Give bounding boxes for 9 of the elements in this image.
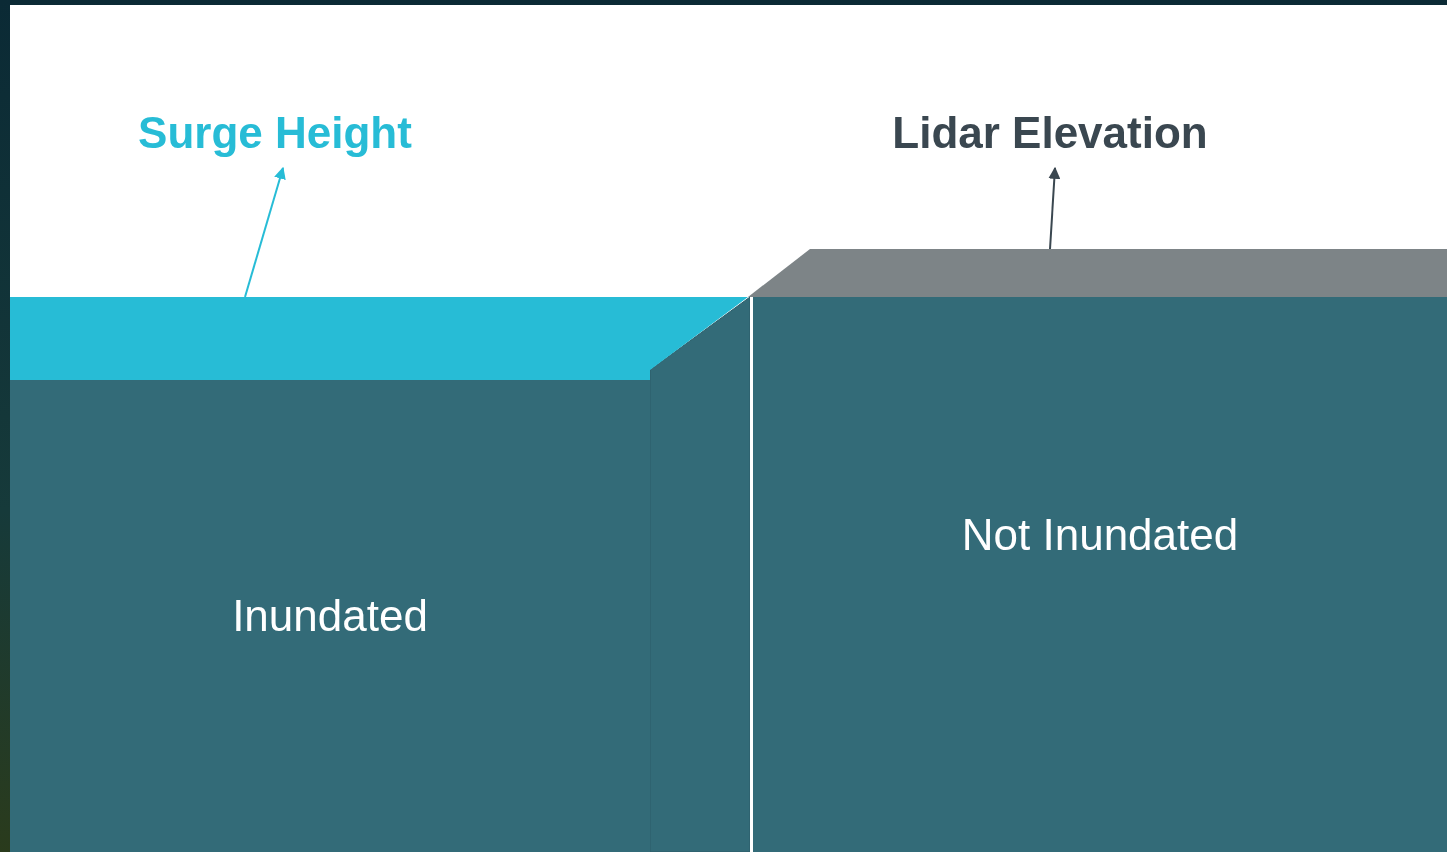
lidar-elevation-label: Lidar Elevation [870, 100, 1230, 166]
leader-line [1048, 166, 1061, 250]
not-inundated-ground-block [753, 297, 1447, 852]
inundated-ground-block [10, 380, 650, 852]
region-label: Not Inundated [961, 509, 1239, 560]
leader-line [244, 166, 286, 298]
surge-height-label: Surge Height [120, 100, 430, 166]
ground-elevation-band [748, 249, 1447, 297]
region-label: Inundated [232, 591, 428, 641]
